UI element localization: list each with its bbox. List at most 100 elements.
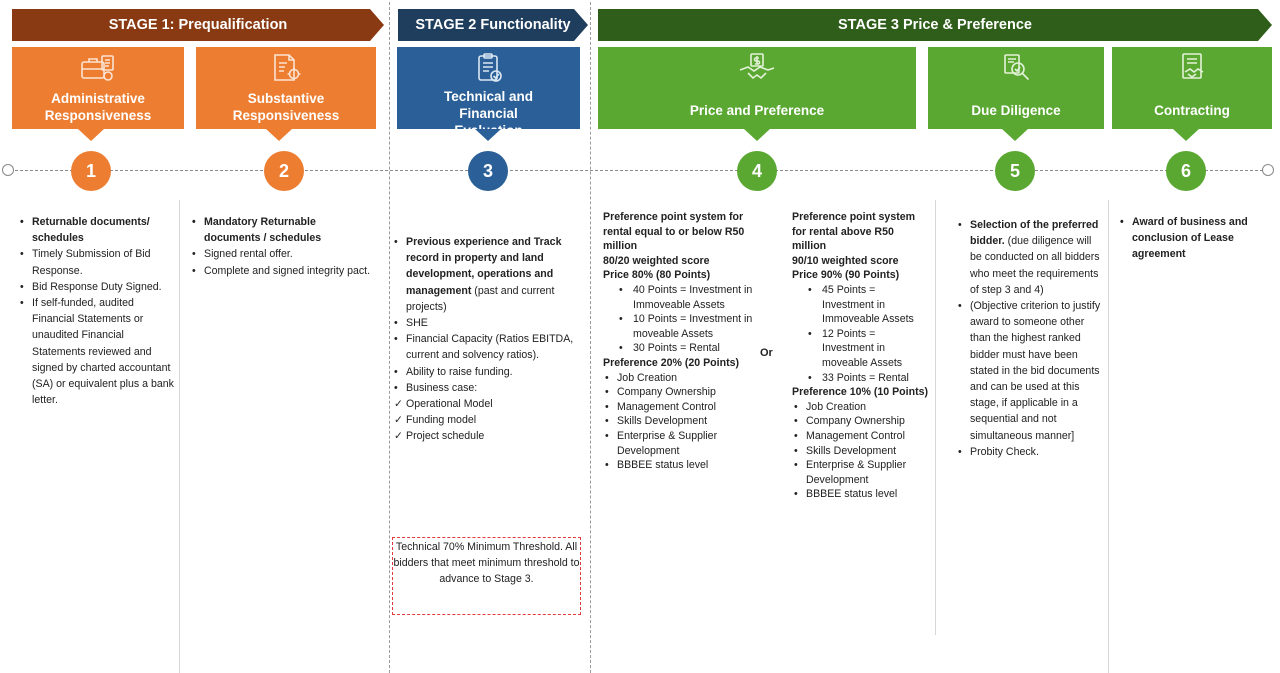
list-item: Job Creation [792, 400, 930, 415]
list-item: 30 Points = Rental [603, 341, 753, 356]
or-label: Or [760, 347, 773, 359]
column-due-diligence: Selection of the preferred bidder. (due … [956, 217, 1102, 460]
pointer-4 [744, 129, 770, 141]
divider-col1 [179, 200, 180, 673]
card-administrative-responsiveness: Administrative Responsiveness [12, 47, 184, 129]
list-item: Complete and signed integrity pact. [190, 263, 375, 279]
list-item: 10 Points = Investment in moveable Asset… [603, 312, 753, 341]
briefcase-documents-icon [78, 52, 118, 84]
card-contracting: Contracting [1112, 47, 1272, 129]
step-number-1: 1 [71, 151, 111, 191]
list-item: If self-funded, audited Financial Statem… [18, 295, 178, 408]
pointer-2 [266, 129, 292, 141]
column-substantive: Mandatory Returnable documents / schedul… [190, 214, 375, 279]
preference-points-heading: Preference 20% (20 Points) [603, 356, 740, 369]
list-item: 33 Points = Rental [792, 371, 930, 386]
card-technical-financial-evaluation: Technical and Financial Evaluation [397, 47, 580, 138]
weighted-score: 80/20 weighted score [603, 254, 710, 267]
list-item-rest: (due diligence will be conducted on all … [970, 235, 1100, 296]
divider-col5 [935, 200, 936, 635]
timeline [10, 170, 1268, 171]
list-item: Skills Development [792, 444, 930, 459]
list-item: Company Ownership [792, 414, 930, 429]
list-item: Job Creation [603, 371, 753, 386]
divider-col6 [1108, 200, 1109, 673]
step-number-3: 3 [468, 151, 508, 191]
list-item: Bid Response Duty Signed. [18, 279, 178, 295]
list-item: (Objective criterion to justify award to… [956, 298, 1102, 444]
list-item: Selection of the preferred bidder. (due … [956, 217, 1102, 298]
separator-stage1-stage2 [389, 2, 390, 673]
contract-handshake-icon [1172, 52, 1212, 84]
timeline-start-cap [2, 164, 14, 176]
pointer-6 [1173, 129, 1199, 141]
column-technical: Previous experience and Track record in … [392, 234, 584, 445]
magnifier-review-icon [996, 52, 1036, 84]
card-due-diligence: Due Diligence [928, 47, 1104, 129]
step-number-5: 5 [995, 151, 1035, 191]
column-preference-90-10: Preference point system for rental above… [792, 210, 930, 502]
list-item: Ability to raise funding. [392, 364, 584, 380]
price-heading: Price 80% (80 Points) [603, 269, 711, 282]
list-item: Returnable documents/ schedules [18, 214, 178, 246]
list-item: Enterprise & Supplier Development [603, 429, 753, 458]
list-item: Company Ownership [603, 385, 753, 400]
stage3-banner: STAGE 3 Price & Preference [598, 9, 1272, 41]
stage2-title: STAGE 2 Functionality [415, 17, 571, 33]
separator-stage2-stage3 [590, 2, 591, 673]
step-number-4: 4 [737, 151, 777, 191]
price-heading: Price 90% (90 Points) [792, 269, 900, 282]
list-item: Management Control [603, 400, 753, 415]
list-item: Probity Check. [956, 444, 1102, 460]
list-item: Signed rental offer. [190, 246, 375, 262]
list-item: 45 Points = Investment in Immoveable Ass… [792, 283, 930, 327]
preference-heading: Preference point system for rental equal… [603, 211, 745, 253]
list-item: Skills Development [603, 414, 753, 429]
card-label: Price and Preference [689, 103, 825, 118]
clipboard-check-icon [469, 52, 509, 84]
check-item: Operational Model [392, 396, 584, 412]
list-item-bold: Previous experience and Track record in … [406, 236, 562, 297]
list-item-bold: Selection of the preferred bidder. [970, 219, 1099, 248]
list-item-rest: (past and current projects) [406, 284, 555, 313]
list-item: Previous experience and Track record in … [392, 234, 584, 315]
stage1-title: STAGE 1: Prequalification [108, 17, 288, 33]
step-number-2: 2 [264, 151, 304, 191]
card-substantive-responsiveness: Substantive Responsiveness [196, 47, 376, 129]
list-item: Timely Submission of Bid Response. [18, 246, 178, 278]
step-number-6: 6 [1166, 151, 1206, 191]
stage1-banner: STAGE 1: Prequalification [12, 9, 384, 41]
list-item: Award of business and conclusion of Leas… [1118, 214, 1258, 263]
card-label: Due Diligence [971, 103, 1061, 118]
card-label: Substantive Responsiveness [232, 91, 340, 123]
column-administrative: Returnable documents/ schedules Timely S… [18, 214, 178, 408]
list-item: 12 Points = Investment in moveable Asset… [792, 327, 930, 371]
list-item: Mandatory Returnable documents / schedul… [190, 214, 375, 246]
card-label: Contracting [1154, 103, 1230, 118]
column-contracting: Award of business and conclusion of Leas… [1118, 214, 1258, 263]
preference-heading: Preference point system for rental above… [792, 211, 916, 253]
stage3-title: STAGE 3 Price & Preference [838, 17, 1032, 33]
handshake-money-icon [737, 52, 777, 84]
list-item: Financial Capacity (Ratios EBITDA, curre… [392, 331, 584, 363]
weighted-score: 90/10 weighted score [792, 254, 899, 267]
card-label: Administrative Responsiveness [44, 91, 152, 123]
list-item: 40 Points = Investment in Immoveable Ass… [603, 283, 753, 312]
check-item: Funding model [392, 412, 584, 428]
check-item: Project schedule [392, 428, 584, 444]
list-item: Business case: [392, 380, 584, 396]
list-item: SHE [392, 315, 584, 331]
document-gear-icon [266, 52, 306, 84]
pointer-1 [78, 129, 104, 141]
list-item: Management Control [792, 429, 930, 444]
list-item: BBBEE status level [792, 487, 930, 502]
stage2-banner: STAGE 2 Functionality [398, 9, 588, 41]
list-item: BBBEE status level [603, 458, 753, 473]
technical-threshold-note: Technical 70% Minimum Threshold. All bid… [392, 537, 581, 615]
list-item: Enterprise & Supplier Development [792, 458, 930, 487]
pointer-5 [1002, 129, 1028, 141]
preference-points-heading: Preference 10% (10 Points) [792, 386, 929, 399]
column-preference-80-20: Preference point system for rental equal… [603, 210, 753, 473]
card-price-and-preference: Price and Preference [598, 47, 916, 129]
pointer-3 [475, 129, 501, 141]
